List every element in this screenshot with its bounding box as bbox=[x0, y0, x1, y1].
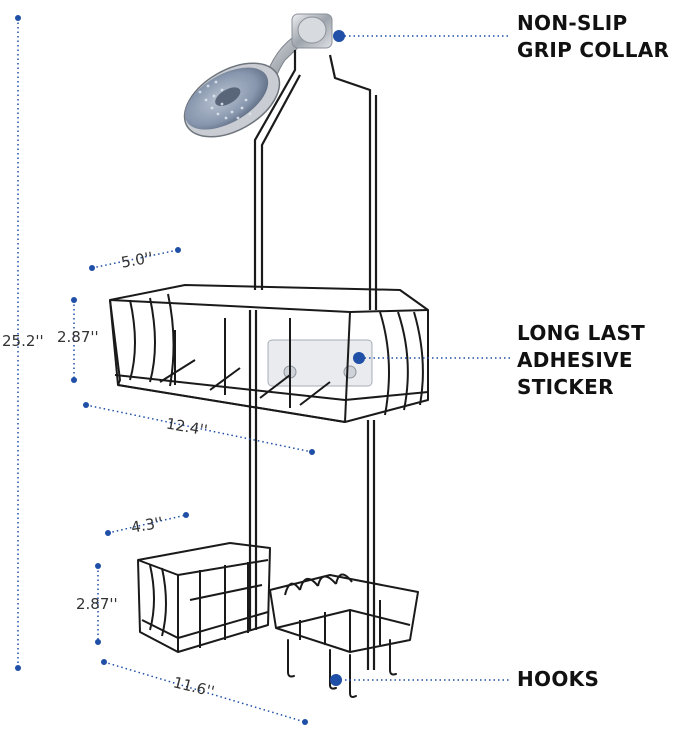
bottom-basket bbox=[137, 542, 419, 653]
adhesive-line-3: STICKER bbox=[517, 375, 614, 399]
hooks-callout: HOOKS bbox=[517, 666, 599, 693]
bottom-basket-height-label: 2.87'' bbox=[76, 595, 118, 613]
dimension-lines bbox=[17, 18, 510, 723]
hooks-icon bbox=[287, 639, 397, 698]
adhesive-line-1: LONG LAST bbox=[517, 321, 646, 345]
top-basket-height-label: 2.87'' bbox=[57, 328, 99, 346]
caddy-frame bbox=[248, 50, 378, 670]
grip-collar-line-2: GRIP COLLAR bbox=[517, 38, 670, 62]
hooks-line-1: HOOKS bbox=[517, 667, 600, 691]
top-basket bbox=[109, 284, 429, 423]
dimension-endpoints bbox=[15, 15, 365, 725]
grip-collar-callout: NON-SLIP GRIP COLLAR bbox=[517, 10, 669, 64]
shower-head-icon bbox=[183, 13, 333, 138]
grip-collar-line-1: NON-SLIP bbox=[517, 11, 628, 35]
adhesive-callout: LONG LAST ADHESIVE STICKER bbox=[517, 320, 645, 401]
total-height-label: 25.2'' bbox=[2, 332, 44, 350]
adhesive-line-2: ADHESIVE bbox=[517, 348, 633, 372]
